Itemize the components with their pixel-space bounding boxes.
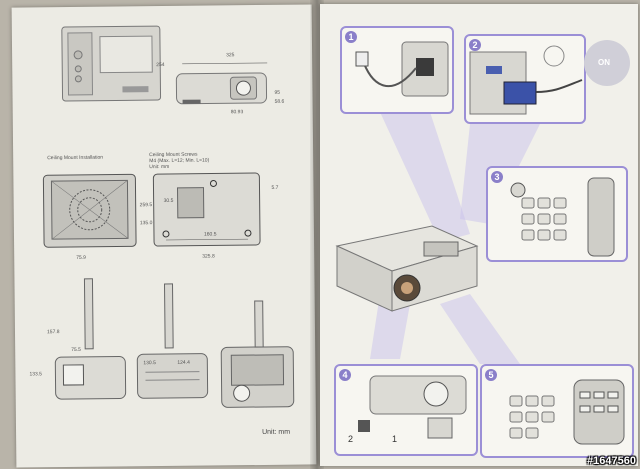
step-2-number: 2 bbox=[469, 39, 481, 51]
dim-95-label: 95 bbox=[274, 89, 281, 96]
dim-133-5-label: 133.5 bbox=[29, 371, 42, 378]
dim-160-5-label: 160.5 bbox=[203, 231, 217, 238]
keypad-and-remote-illustration bbox=[509, 379, 625, 445]
step-5-panel: 5 bbox=[480, 364, 634, 458]
unit-mm-label: Unit: mm bbox=[262, 428, 291, 436]
ceiling-mount-pole-illustrations bbox=[54, 278, 295, 408]
ceiling-mount-screws-unit: Unit: mm bbox=[149, 163, 170, 171]
left-manual-page: 254 325 95 58.6 80.93 Ceiling Mount Inst… bbox=[11, 4, 317, 468]
dim-75-9-label: 75.9 bbox=[76, 254, 86, 261]
vga-cable-illustration bbox=[469, 45, 583, 115]
dim-254-label: 254 bbox=[156, 61, 165, 69]
step-1-number: 1 bbox=[345, 31, 357, 43]
step-4-callout-1: 1 bbox=[392, 434, 398, 444]
image-watermark: #1647560 bbox=[587, 455, 636, 467]
dim-80-93-label: 80.93 bbox=[230, 109, 244, 116]
step-3-panel: 3 bbox=[486, 166, 628, 262]
dim-5-7-label: 5.7 bbox=[271, 184, 279, 191]
dim-58-6-label: 58.6 bbox=[274, 98, 285, 105]
ceiling-mount-installation-heading: Ceiling Mount Installation bbox=[47, 154, 104, 162]
dim-157-8-label: 157.8 bbox=[46, 329, 60, 336]
power-switch-on-graphic: ON bbox=[584, 40, 630, 86]
step-4-panel: 4 2 1 bbox=[334, 364, 478, 456]
step-4-number: 4 bbox=[339, 369, 351, 381]
dim-135-0-label: 135.0 bbox=[139, 220, 153, 227]
dim-124-4-label: 124.4 bbox=[177, 359, 190, 366]
projector-front-view-illustration bbox=[175, 62, 268, 105]
dim-325-8-label: 325.8 bbox=[202, 253, 215, 260]
step-3-number: 3 bbox=[491, 171, 503, 183]
projector-top-view-illustration bbox=[61, 25, 162, 102]
ceiling-mount-screw-layout-illustration bbox=[152, 172, 261, 247]
step-5-number: 5 bbox=[485, 369, 497, 381]
step-4-callout-2: 2 bbox=[348, 434, 354, 444]
right-manual-page: 1 2 ON 3 bbox=[320, 4, 638, 466]
dim-259-5-label: 259.5 bbox=[139, 202, 153, 209]
dim-130-5-label: 130.5 bbox=[143, 360, 156, 367]
lens-adjustment-illustration bbox=[358, 375, 467, 439]
remote-and-keypad-illustration bbox=[510, 177, 615, 257]
step-1-panel: 1 bbox=[340, 26, 454, 114]
power-cord-plug-illustration bbox=[355, 41, 449, 97]
dim-325-label: 325 bbox=[226, 52, 235, 59]
step-2-panel: 2 bbox=[464, 34, 586, 124]
projector-main-illustration bbox=[335, 225, 479, 312]
ceiling-mount-bottom-view-illustration bbox=[42, 173, 137, 248]
dim-75-5-label: 75.5 bbox=[71, 346, 81, 353]
dim-30-5-label: 30.5 bbox=[163, 197, 174, 205]
on-label: ON bbox=[598, 58, 610, 67]
